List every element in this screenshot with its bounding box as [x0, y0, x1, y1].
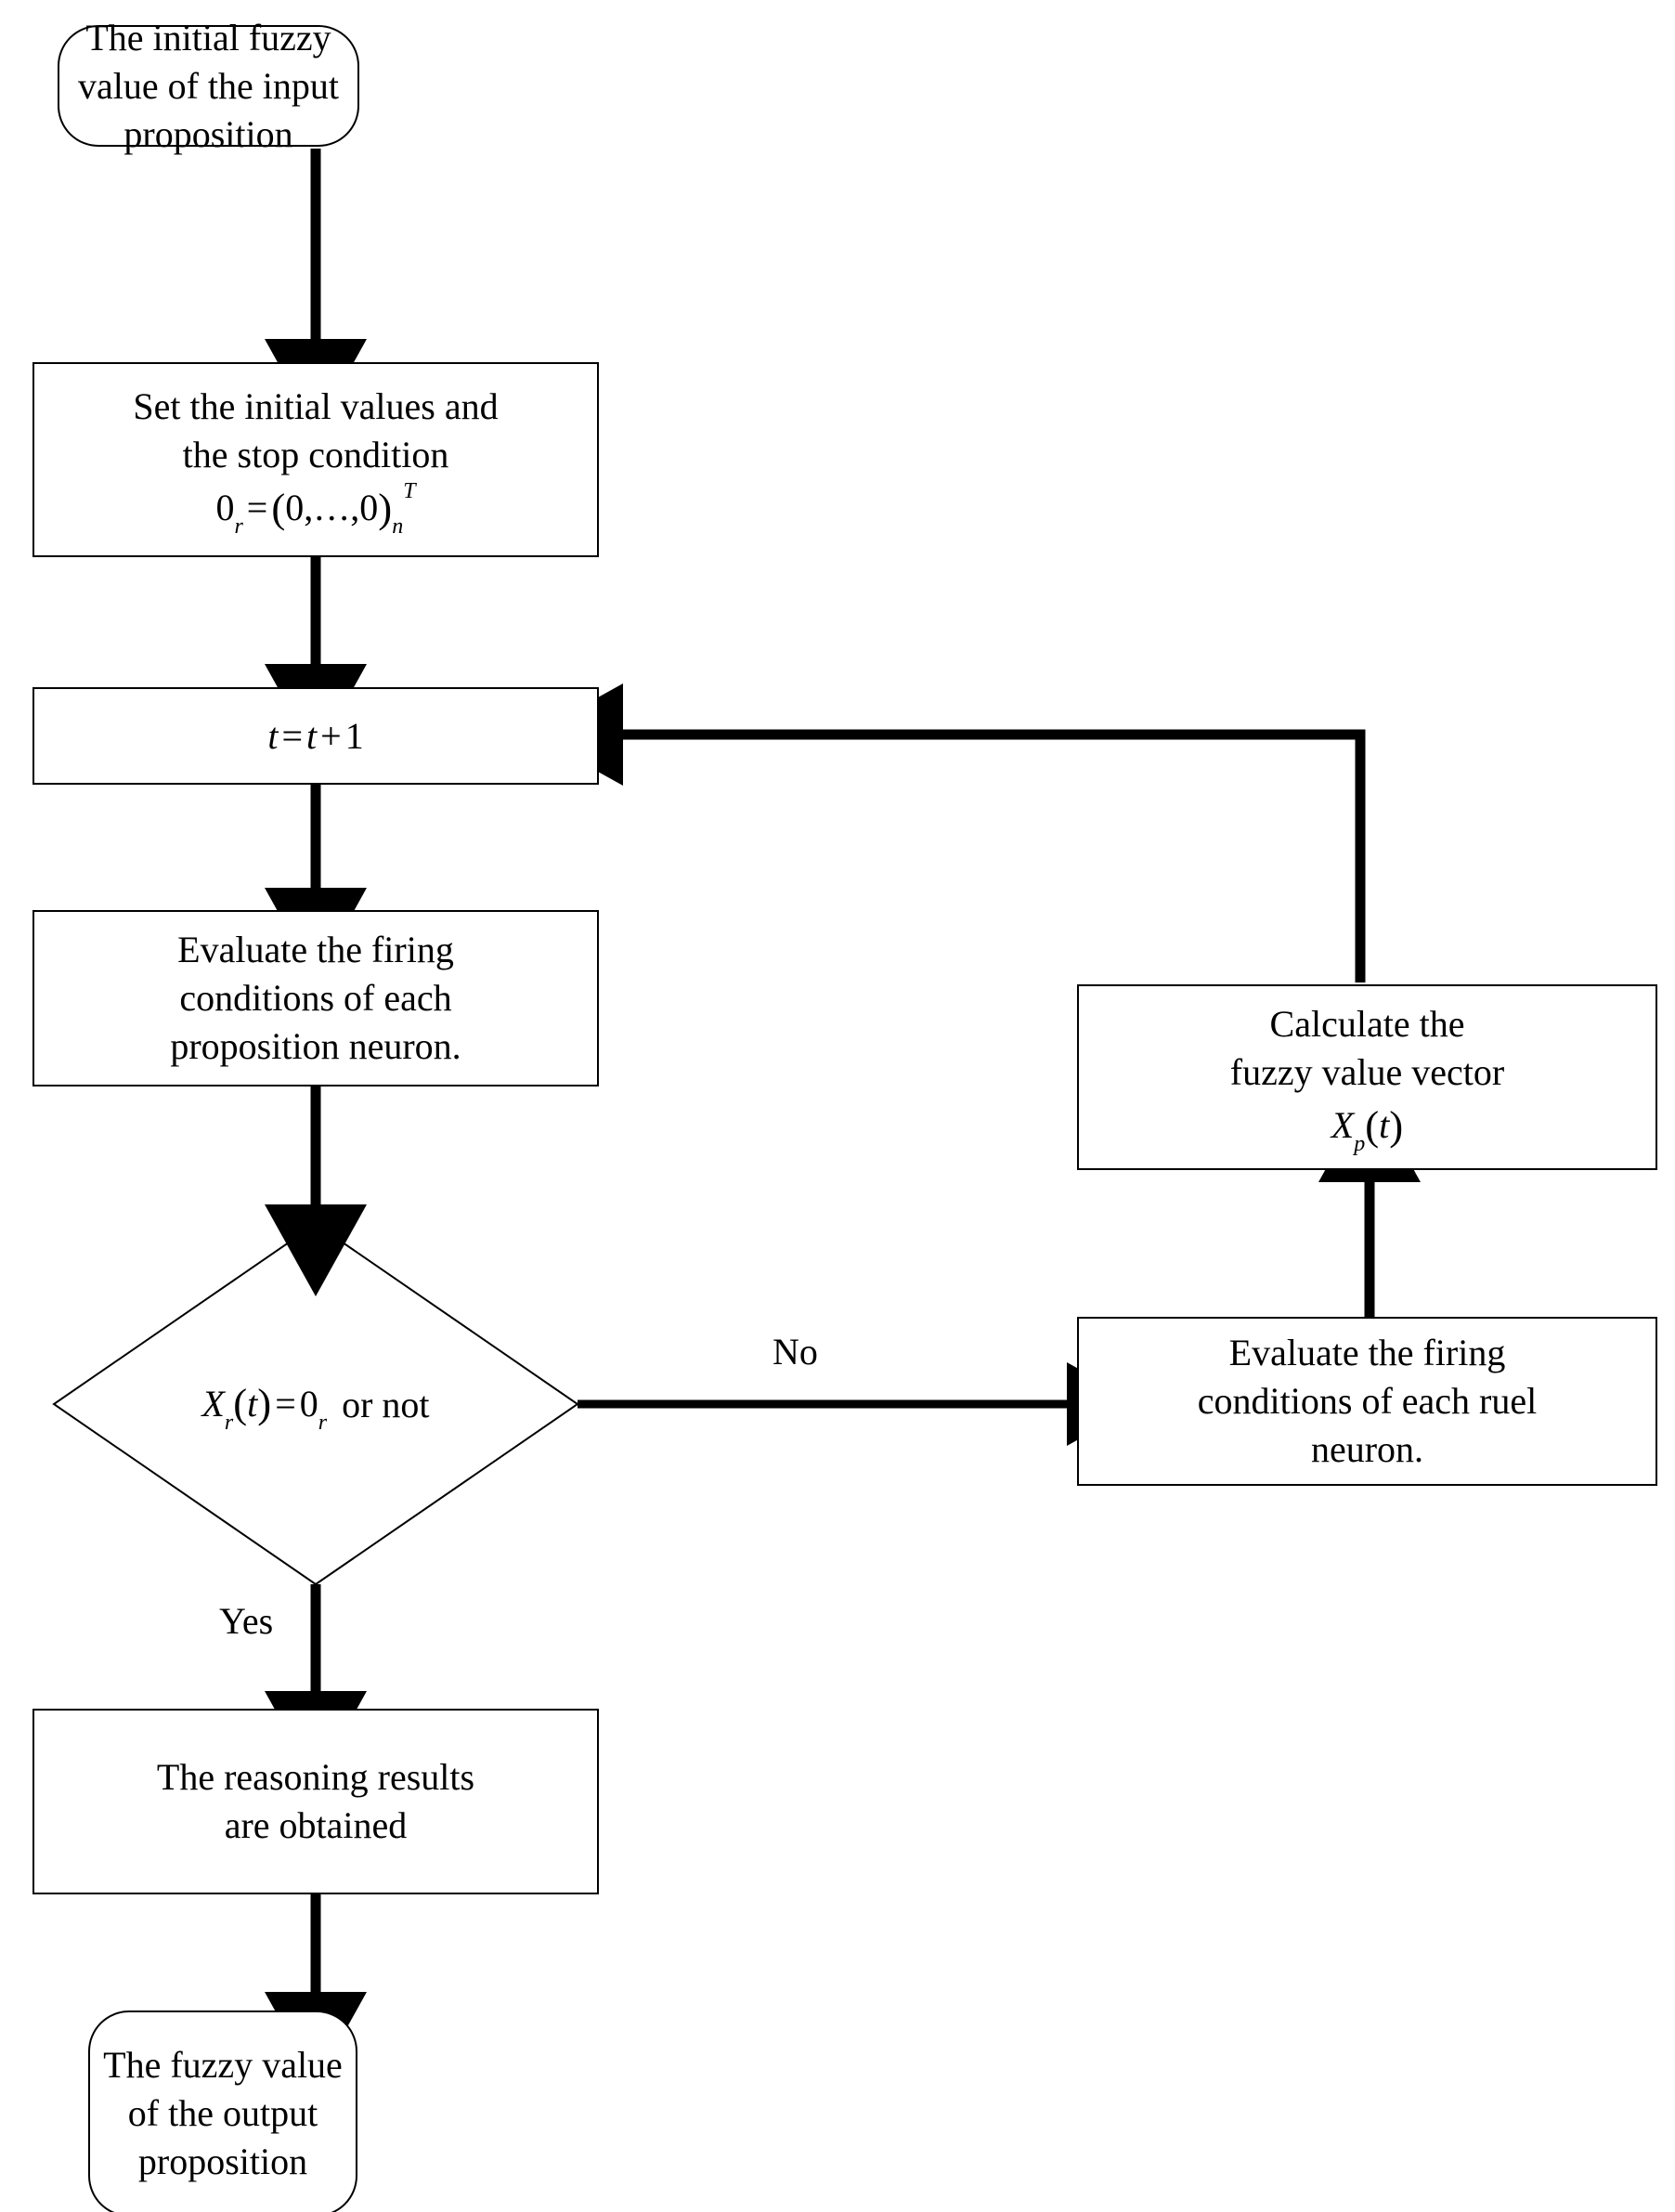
node-evaluate-proposition[interactable]: Evaluate the firing conditions of each p… [32, 910, 599, 1086]
node-start-terminator[interactable]: The initial fuzzy value of the input pro… [58, 17, 359, 155]
node-end-line-2: of the output [127, 2092, 318, 2134]
node-calculate-vector[interactable]: Calculate the fuzzy value vector Xp(t) [1077, 984, 1657, 1170]
edge-label-yes: Yes [219, 1600, 274, 1642]
node-evaluate-rule-line-2: conditions of each ruel [1197, 1380, 1538, 1422]
node-reasoning-results[interactable]: The reasoning results are obtained [32, 1709, 599, 1894]
edge-label-no: No [773, 1331, 818, 1373]
node-set-initial-values[interactable]: Set the initial values and the stop cond… [32, 362, 599, 557]
node-evaluate-rule[interactable]: Evaluate the firing conditions of each r… [1077, 1317, 1657, 1486]
node-end-line-1: The fuzzy value [103, 2044, 343, 2086]
node-start-line-3: proposition [123, 112, 293, 155]
node-calculate-vector-line-2: fuzzy value vector [1229, 1050, 1505, 1093]
node-evaluate-proposition-line-2: conditions of each [179, 977, 452, 1019]
node-increment-t-formula: t=t+1 [267, 714, 364, 757]
node-decision-formula: Xr(t)=0r [201, 1380, 328, 1435]
node-end-terminator[interactable]: The fuzzy value of the output propositio… [88, 2010, 357, 2212]
node-set-initial-formula: 0r=(0,…,0)nT [215, 478, 416, 540]
node-increment-t[interactable]: t=t+1 [32, 687, 599, 785]
node-decision-text-after: or not [342, 1383, 430, 1425]
node-start-line-2: value of the input [77, 64, 340, 107]
node-set-initial-line-2: the stop condition [182, 433, 449, 475]
node-calculate-vector-line-1: Calculate the [1269, 1002, 1465, 1045]
node-evaluate-rule-line-3: neuron. [1310, 1428, 1424, 1470]
node-calculate-vector-formula: Xp(t) [1331, 1101, 1404, 1157]
node-decision-label[interactable]: Xr(t)=0r or not [93, 1373, 539, 1436]
node-start-line-1: The initial fuzzy [85, 16, 331, 59]
node-evaluate-rule-line-1: Evaluate the firing [1228, 1332, 1506, 1373]
node-end-line-3: proposition [137, 2140, 308, 2182]
node-evaluate-proposition-line-3: proposition neuron. [170, 1025, 461, 1067]
node-set-initial-line-1: Set the initial values and [133, 384, 499, 427]
node-reasoning-results-line-1: The reasoning results [156, 1756, 475, 1798]
node-reasoning-results-line-2: are obtained [224, 1804, 408, 1846]
node-evaluate-proposition-line-1: Evaluate the firing [177, 929, 454, 970]
edge-feedback-loop [531, 683, 1366, 982]
